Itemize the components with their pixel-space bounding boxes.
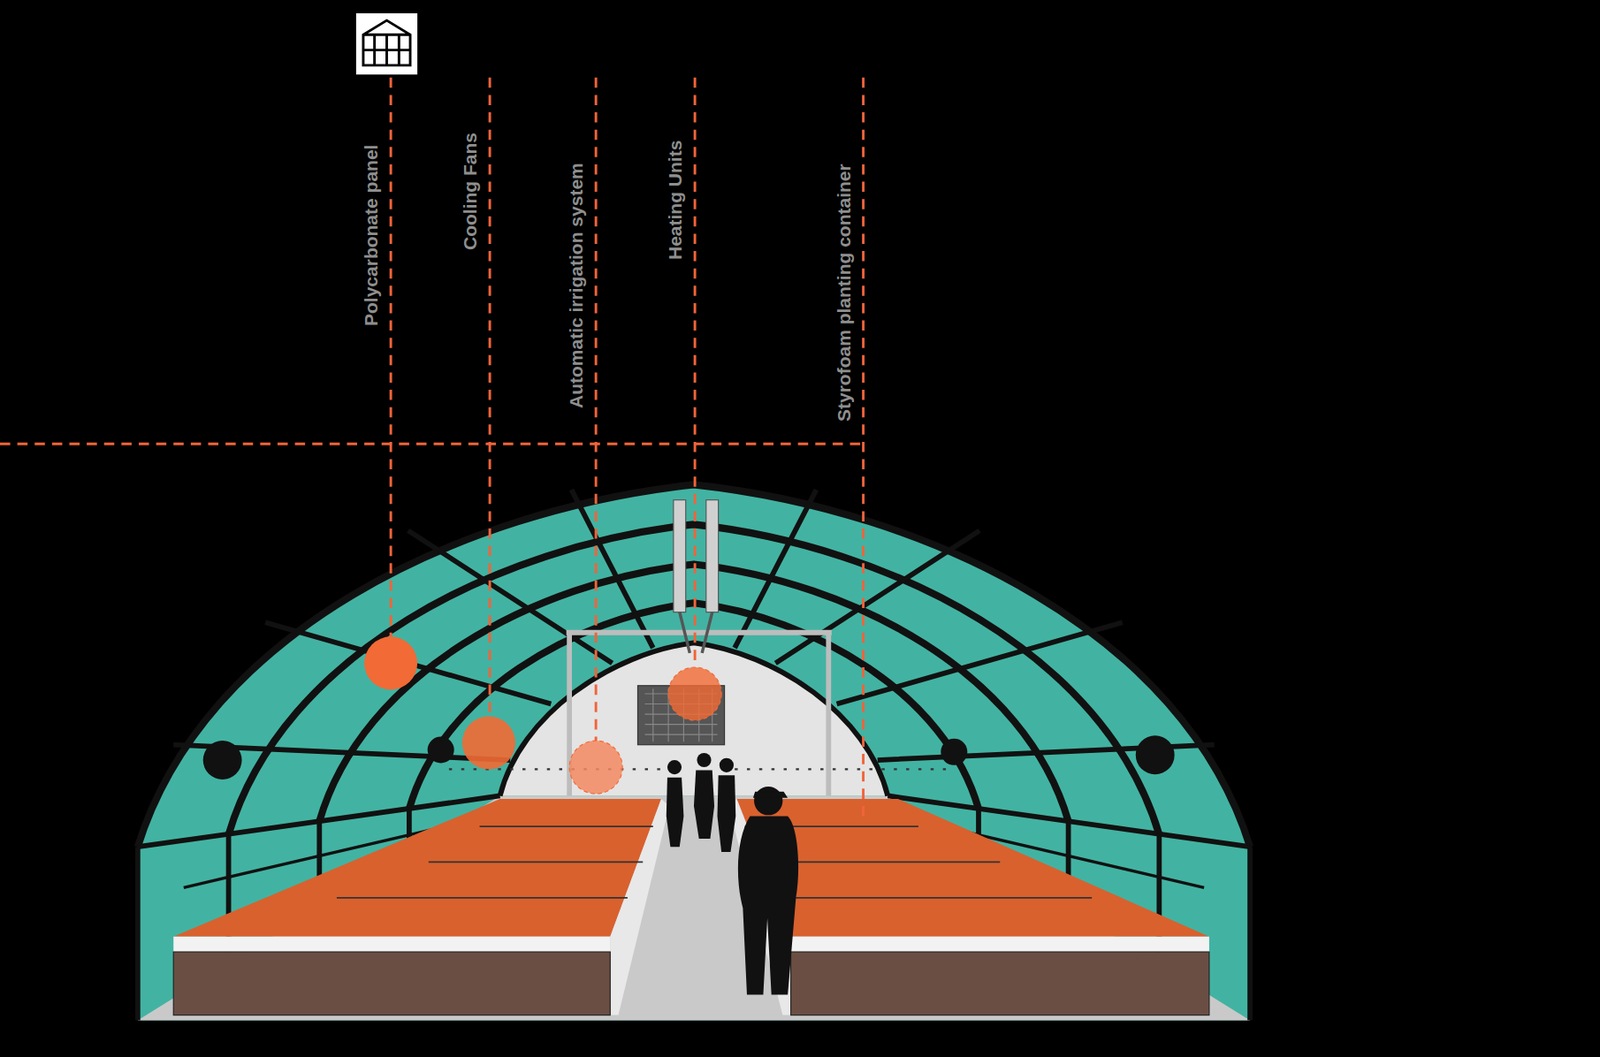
callout-label: Polycarbonate panel (360, 144, 382, 327)
bed-rim (791, 937, 1210, 953)
fan-icon (467, 21, 511, 64)
bed-top (173, 799, 662, 938)
leader-line (594, 77, 598, 741)
bed-side (609, 799, 670, 1016)
fan (427, 736, 455, 763)
greenhouse-icon-lines (363, 20, 411, 66)
callout-label: Styrofoam planting container (833, 163, 855, 422)
callout-label: Cooling Fans (459, 132, 481, 251)
greenhouse-icon (356, 13, 418, 75)
fan (1135, 735, 1175, 775)
duct (706, 500, 719, 613)
callout-markers (364, 636, 722, 794)
duct (673, 500, 686, 613)
icons (356, 7, 724, 75)
leader-line (488, 77, 492, 717)
person-body (738, 816, 799, 996)
planting-beds (173, 799, 1210, 1016)
bed-front (173, 952, 610, 1016)
irrigation-line (449, 768, 950, 770)
people (666, 753, 799, 996)
callout-label: Heating Units (664, 140, 686, 260)
leader-line (0, 442, 864, 446)
callout-label: Automatic irrigation system (565, 162, 587, 409)
person-body (716, 775, 736, 853)
bed-top (736, 799, 1209, 938)
person-body (693, 770, 715, 839)
fan (203, 740, 243, 780)
bed-seams (336, 826, 654, 899)
ribs (137, 484, 1250, 847)
heater-icon-grid (673, 18, 719, 56)
floor (137, 795, 1250, 1021)
person-cap (753, 792, 788, 799)
leader-line (389, 77, 393, 638)
fan (940, 739, 968, 766)
callout-dot (668, 667, 722, 721)
person-head (754, 786, 783, 816)
person-head (696, 753, 711, 768)
heater-icon (668, 7, 724, 61)
bed-front (791, 952, 1210, 1016)
heating-units (566, 500, 832, 797)
drop-icon (579, 14, 613, 69)
bed-rim (173, 937, 610, 953)
callout-dot (462, 716, 516, 770)
callout-dot (569, 740, 623, 794)
leader-lines (0, 77, 864, 817)
callout-dot (364, 636, 418, 690)
cooling-fans (203, 735, 1175, 780)
fan-icon-blades (471, 24, 506, 59)
person-body (666, 777, 685, 847)
rib (137, 484, 1250, 847)
person-head (719, 758, 734, 773)
purlin (137, 489, 1250, 847)
person-head (667, 760, 682, 775)
leader-line (693, 77, 697, 668)
leader-line (861, 77, 865, 817)
